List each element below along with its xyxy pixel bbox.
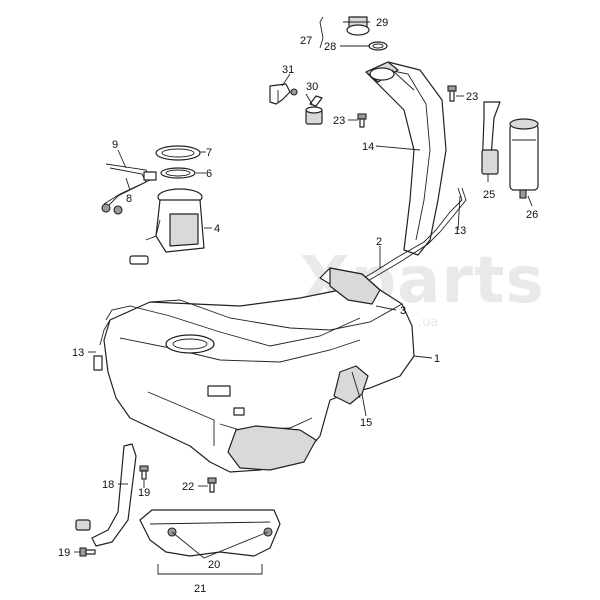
callout-27: 27 [300, 35, 312, 47]
callout-22: 22 [182, 481, 194, 493]
filler-gasket [368, 41, 388, 51]
bolt-23-upper [447, 85, 457, 102]
bolt-19-upper [139, 465, 149, 480]
valve-30 [305, 95, 323, 125]
callout-18: 18 [102, 479, 114, 491]
callout-28: 28 [324, 41, 336, 53]
callout-25: 25 [483, 189, 495, 201]
leader-lines [74, 16, 533, 575]
callout-23-lower: 23 [333, 115, 345, 127]
callout-7: 7 [206, 147, 212, 159]
fuel-tank [103, 267, 415, 473]
callout-29: 29 [376, 17, 388, 29]
callout-21: 21 [194, 583, 206, 595]
callout-20: 20 [208, 559, 220, 571]
fuel-pump-module [129, 188, 205, 265]
bolt-23-lower [357, 113, 367, 128]
callout-13-left: 13 [72, 347, 84, 359]
callout-4: 4 [214, 223, 220, 235]
callout-14: 14 [362, 141, 374, 153]
canister-bracket [481, 101, 501, 175]
charcoal-canister [509, 118, 539, 199]
callout-2: 2 [376, 236, 382, 248]
heat-shield [139, 509, 281, 557]
pipe-31 [269, 83, 298, 105]
callout-13-right: 13 [454, 225, 466, 237]
fuel-line-clip [93, 355, 103, 371]
callout-9: 9 [112, 139, 118, 151]
callout-8: 8 [126, 193, 132, 205]
callout-labels: 29 27 28 31 30 23 23 14 25 26 9 7 6 8 4 … [58, 17, 538, 595]
fuel-line [105, 305, 361, 347]
watermark-suffix: .ua [418, 315, 438, 330]
filler-cap [346, 16, 370, 36]
bolt-22 [207, 477, 217, 493]
callout-23-upper: 23 [466, 91, 478, 103]
pump-hoses [101, 163, 157, 215]
callout-6: 6 [206, 168, 212, 180]
callout-3: 3 [400, 305, 406, 317]
callout-19-upper: 19 [138, 487, 150, 499]
callout-15: 15 [360, 417, 372, 429]
tank-strap [75, 443, 137, 547]
callout-26: 26 [526, 209, 538, 221]
lock-ring [155, 145, 201, 161]
vent-hose [351, 187, 467, 291]
bolt-19-lower [79, 547, 96, 557]
filler-neck [365, 61, 447, 256]
callout-31: 31 [282, 64, 294, 76]
callout-1: 1 [434, 353, 440, 365]
callout-19-lower: 19 [58, 547, 70, 559]
callout-30: 30 [306, 81, 318, 93]
pump-seal [160, 167, 196, 179]
